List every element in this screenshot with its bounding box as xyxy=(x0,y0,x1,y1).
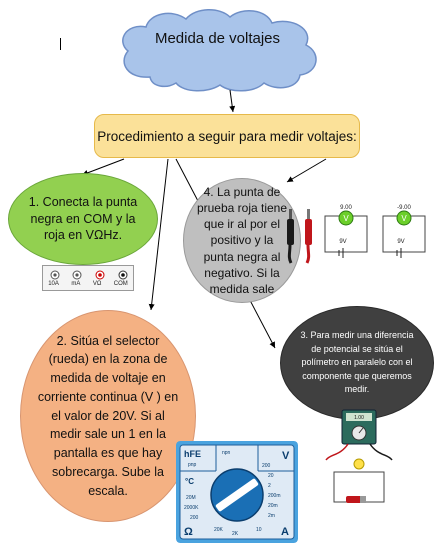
npn-label: npn xyxy=(222,450,231,456)
range-ohm-2k: 2K xyxy=(232,531,239,537)
probe-leads-icon xyxy=(287,209,312,264)
range-a-10: 10 xyxy=(256,527,262,533)
hfe-label: hFE xyxy=(184,449,201,459)
step-3-bubble: 3. Para medir una diferencia de potencia… xyxy=(280,306,434,420)
pnp-label: pnp xyxy=(188,462,197,468)
step-4-text: 4. La punta de prueba roja tiene que ir … xyxy=(196,184,288,296)
arrow-procedure-step4 xyxy=(286,158,327,183)
step-2-bubble: 2. Sitúa el selector (rueda) en la zona … xyxy=(20,310,196,522)
multimeter-selector-dial: hFE pnp npn °C V Ω A 200 20 2 200m 20m 2… xyxy=(176,441,298,543)
text-cursor xyxy=(60,38,61,50)
step-2-text: 2. Sitúa el selector (rueda) en la zona … xyxy=(37,333,179,498)
range-a-20m: 20m xyxy=(268,503,278,509)
voltmeter-circuit-icon: V 9.00 9V V -9.00 9V xyxy=(324,205,426,258)
arrow-title-procedure xyxy=(229,89,236,113)
step-1-bubble: 1. Conecta la punta negra en COM y la ro… xyxy=(8,173,158,265)
amp-label: A xyxy=(281,526,289,538)
range-ohm-2000k: 2000K xyxy=(184,505,199,511)
terminal-jacks-icon xyxy=(50,270,128,280)
ohm-label: Ω xyxy=(184,526,193,538)
range-v-200: 200 xyxy=(262,463,271,469)
parallel-measurement-icon: 1.00 xyxy=(325,409,393,503)
terminal-10a: 10A xyxy=(48,281,59,287)
right-reading: -9.00 xyxy=(397,205,411,211)
step-3-text: 3. Para medir una diferencia de potencia… xyxy=(300,330,414,395)
left-source: 9V xyxy=(339,239,346,245)
terminal-ma: mA xyxy=(71,281,81,287)
range-ohm-200: 200 xyxy=(190,515,199,521)
arrow-procedure-step1 xyxy=(81,158,125,176)
celsius-label: °C xyxy=(185,477,194,486)
right-source: 9V xyxy=(397,239,404,245)
procedure-box: Procedimiento a seguir para medir voltaj… xyxy=(94,114,360,158)
range-ohm-20k: 20K xyxy=(214,527,224,533)
voltage-label: V xyxy=(282,450,290,462)
title-cloud xyxy=(122,9,317,92)
range-a-2m: 2m xyxy=(268,513,275,519)
svg-text:V: V xyxy=(343,214,349,223)
terminal-labels: 10A mA VΩ COM xyxy=(42,281,134,287)
arrow-procedure-step2 xyxy=(148,158,169,311)
left-reading: 9.00 xyxy=(340,205,352,211)
range-v-2: 2 xyxy=(268,483,271,489)
terminal-com: COM xyxy=(113,281,128,287)
step-1-text: 1. Conecta la punta negra en COM y la ro… xyxy=(28,194,138,243)
range-ohm-20m: 20M xyxy=(186,495,196,501)
range-v-20: 20 xyxy=(268,473,274,479)
terminal-v: VΩ xyxy=(92,281,102,287)
range-v-200m: 200m xyxy=(268,493,281,499)
diagram-title: Medida de voltajes xyxy=(154,30,281,47)
step-4-bubble: 4. La punta de prueba roja tiene que ir … xyxy=(183,178,301,303)
svg-text:V: V xyxy=(401,214,407,223)
terminal-panel xyxy=(42,265,134,291)
meter-display: 1.00 xyxy=(354,415,364,421)
